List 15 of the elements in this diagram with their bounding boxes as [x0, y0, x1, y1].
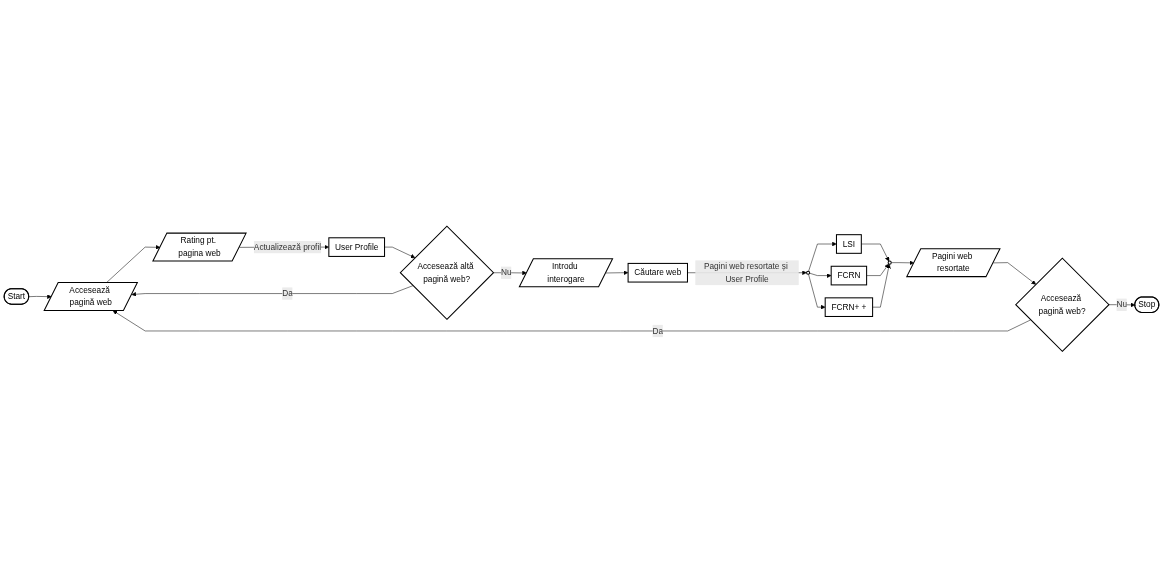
node-box: User Profile [328, 237, 386, 258]
edge-label: Nu [1116, 300, 1128, 310]
node-circle [887, 260, 892, 265]
edge-label: Da [652, 326, 664, 336]
node-circle [806, 270, 811, 276]
node-diamond: Accesează pagină web? [1015, 257, 1110, 353]
edge-label: Nu [501, 268, 512, 278]
edge-label: Actualizează profil [253, 242, 322, 252]
node-box: LSI [835, 234, 862, 255]
node-box: Căutare web [627, 263, 688, 283]
node-diamond: Accesează altă pagină web? [399, 225, 495, 321]
edge-label: Da [282, 289, 293, 298]
node-box: FCRN+ + [824, 297, 874, 318]
edge-label: Pagini web resortate și User Profile [703, 262, 788, 284]
node-box: FCRN [830, 266, 868, 286]
